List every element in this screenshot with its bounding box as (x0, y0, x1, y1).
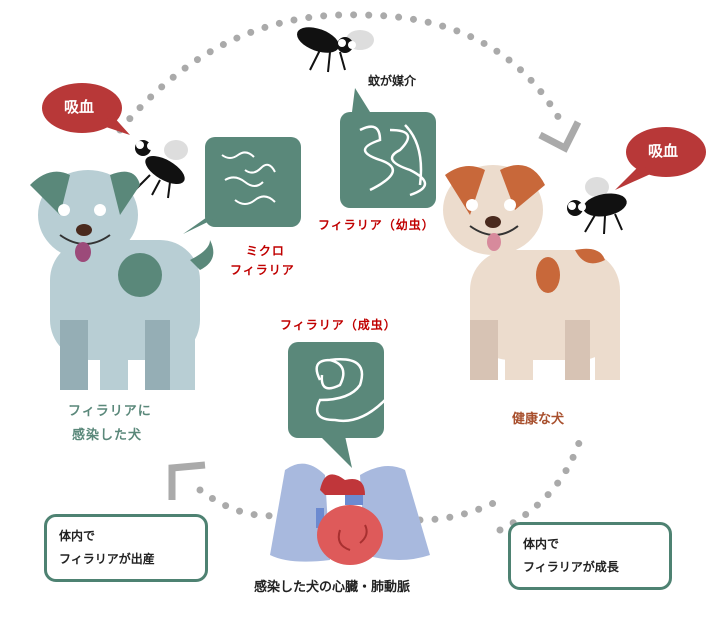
infected-dog-line1: フィラリアに (68, 404, 152, 419)
bite-bubble-left (42, 83, 130, 135)
bite-bubble-right (615, 127, 706, 190)
birth-info-box: 体内で フィラリアが出産 (44, 514, 208, 582)
microfilaria-line1: ミクロ (245, 244, 285, 258)
bite-label-left: 吸血 (64, 98, 95, 116)
heart-lungs-illustration (270, 463, 430, 565)
microfilaria-line2: フィラリア (230, 262, 295, 277)
infected-dog-line2: 感染した犬 (72, 428, 143, 444)
growth-line2: フィラリアが成長 (523, 559, 619, 574)
microfilaria-label: ミクロ フィラリア (230, 242, 295, 279)
infected-dog-illustration (30, 170, 214, 390)
mosquito-icon (296, 27, 374, 73)
birth-line2: フィラリアが出産 (59, 551, 155, 566)
birth-line1: 体内で (59, 529, 96, 543)
microfilaria-bubble (183, 137, 301, 234)
bite-label-right: 吸血 (648, 142, 679, 160)
growth-info-box: 体内で フィラリアが成長 (508, 522, 672, 590)
adult-worm-bubble (288, 342, 386, 468)
arrow-head-icon (168, 461, 206, 500)
mosquito-icon (134, 140, 188, 199)
arrow-head-icon (538, 120, 582, 153)
healthy-dog-illustration (443, 165, 620, 380)
larva-label: フィラリア（幼虫） (318, 218, 435, 232)
heart-caption: 感染した犬の心臓・肺動脈 (254, 580, 411, 595)
healthy-dog-label: 健康な犬 (512, 412, 565, 427)
growth-line1: 体内で (523, 537, 560, 551)
mosquito-icon (567, 177, 627, 235)
infected-dog-label: フィラリアに 感染した犬 (68, 402, 152, 446)
larva-bubble (340, 88, 436, 208)
mosquito-vector-label: 蚊が媒介 (368, 74, 417, 88)
adult-worm-label: フィラリア（成虫） (280, 318, 397, 332)
